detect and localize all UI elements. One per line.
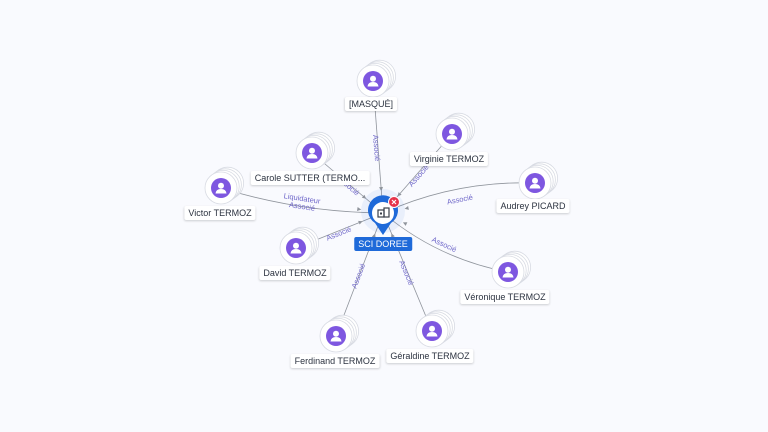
person-icon — [363, 71, 383, 91]
building-right — [383, 207, 390, 218]
person-node-geraldine[interactable] — [415, 309, 456, 348]
avatar-body — [330, 337, 342, 342]
node-label-veronique[interactable]: Véronique TERMOZ — [460, 290, 550, 304]
avatar-body — [367, 82, 379, 87]
person-node-david[interactable] — [279, 226, 320, 265]
avatar-head — [532, 177, 538, 184]
node-label-ferdinand[interactable]: Ferdinand TERMOZ — [290, 354, 380, 368]
building-window — [380, 212, 382, 215]
person-node-virginie[interactable] — [435, 112, 476, 151]
avatar-head — [370, 75, 376, 82]
building-icon — [377, 207, 390, 218]
person-icon — [302, 143, 322, 163]
avatar-body — [426, 332, 438, 337]
avatar-body — [306, 154, 318, 159]
node-label-masque[interactable]: [MASQUÉ] — [344, 97, 398, 111]
person-icon — [211, 178, 231, 198]
person-node-ferdinand[interactable] — [319, 314, 360, 353]
avatar-body — [529, 184, 541, 189]
edge-arrow-david — [358, 220, 363, 225]
node-label-david[interactable]: David TERMOZ — [259, 266, 331, 280]
person-node-carole[interactable] — [295, 131, 336, 170]
nodes-layer — [204, 59, 558, 353]
edge-role-label: Associé — [350, 262, 368, 290]
edge-role-label: Associé — [430, 235, 458, 254]
edge-arrow-victor — [356, 207, 362, 212]
avatar-head — [293, 242, 299, 249]
person-icon — [422, 321, 442, 341]
person-node-masque[interactable] — [356, 59, 397, 98]
edge-role-label: Associé — [371, 135, 382, 162]
avatar-head — [449, 128, 455, 135]
avatar-body — [215, 189, 227, 194]
person-node-veronique[interactable] — [491, 250, 531, 289]
person-icon — [286, 238, 306, 258]
edge-role-label: Associé — [446, 193, 474, 207]
edge-arrow-carole — [361, 194, 367, 199]
avatar-head — [505, 266, 511, 273]
node-label-virginie[interactable]: Virginie TERMOZ — [409, 152, 489, 166]
edge-audrey — [382, 182, 536, 214]
avatar-body — [290, 249, 302, 254]
node-label-geraldine[interactable]: Géraldine TERMOZ — [386, 349, 474, 363]
edge-arrow-veronique — [402, 222, 408, 226]
center-node[interactable] — [361, 189, 405, 235]
person-icon — [442, 124, 462, 144]
avatar-body — [446, 135, 458, 140]
node-label-carole[interactable]: Carole SUTTER (TERMO... — [250, 171, 370, 185]
avatar-head — [429, 325, 435, 332]
edge-role-label: Associé — [325, 224, 353, 242]
edge-arrow-virginie — [397, 192, 402, 197]
person-node-audrey[interactable] — [518, 161, 558, 200]
avatar-head — [218, 182, 224, 189]
node-label-victor[interactable]: Victor TERMOZ — [184, 206, 256, 220]
edge-role-label: Associé — [407, 163, 431, 189]
person-node-victor[interactable] — [204, 166, 245, 205]
edge-arrow-masque — [379, 186, 384, 192]
node-label-audrey[interactable]: Audrey PICARD — [496, 199, 570, 213]
avatar-body — [502, 273, 514, 278]
edge-role-label: Associé — [288, 200, 315, 213]
avatar-head — [333, 330, 339, 337]
close-icon[interactable] — [388, 196, 400, 208]
edge-arrow-ferdinand — [371, 233, 376, 239]
person-icon — [326, 326, 346, 346]
avatar-head — [309, 147, 315, 154]
edge-role-label: Associé — [397, 259, 415, 287]
edge-arrow-audrey — [404, 206, 409, 210]
close-cross — [391, 199, 397, 205]
edge-arrow-geraldine — [391, 233, 395, 238]
person-icon — [525, 173, 545, 193]
person-icon — [498, 262, 518, 282]
center-label[interactable]: SCI DOREE — [354, 237, 412, 251]
